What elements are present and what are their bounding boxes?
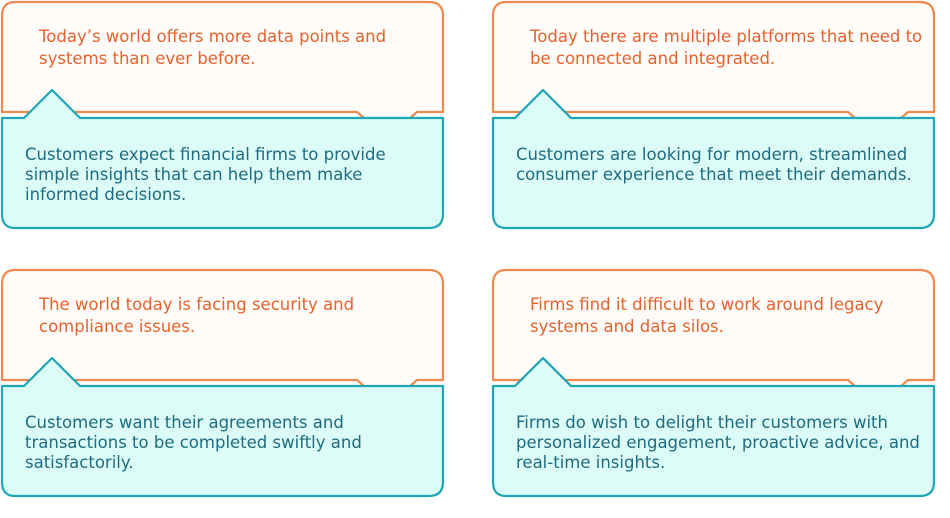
card-1-frame bbox=[0, 0, 445, 230]
card-4-response-bubble bbox=[491, 356, 936, 498]
card-1-response-bubble bbox=[0, 88, 445, 230]
card-1-challenge-text: Today’s world offers more data points an… bbox=[39, 27, 387, 68]
card-4-response-text: Firms do wish to delight their customers… bbox=[516, 413, 920, 472]
card-3-challenge-text: The world today is facing security and c… bbox=[39, 295, 355, 336]
card-3-response-text: Customers want their agreements and tran… bbox=[25, 413, 362, 472]
card-2-response-text: Customers are looking for modern, stream… bbox=[516, 145, 912, 184]
card-3: The world today is facing security and c… bbox=[0, 268, 445, 499]
card-4-challenge-text: Firms find it difficult to work around l… bbox=[530, 295, 884, 336]
card-2-challenge-text: Today there are multiple platforms that … bbox=[530, 27, 923, 68]
card-4: Firms find it difficult to work around l… bbox=[491, 268, 936, 499]
card-4-frame bbox=[491, 268, 936, 498]
card-3-frame bbox=[0, 268, 445, 498]
card-2-frame bbox=[491, 0, 936, 230]
card-1: Today’s world offers more data points an… bbox=[0, 0, 445, 231]
card-3-response-bubble bbox=[0, 356, 445, 498]
card-2-response-bubble bbox=[491, 88, 936, 230]
card-1-response-text: Customers expect financial firms to prov… bbox=[25, 145, 386, 204]
card-2: Today there are multiple platforms that … bbox=[491, 0, 936, 231]
